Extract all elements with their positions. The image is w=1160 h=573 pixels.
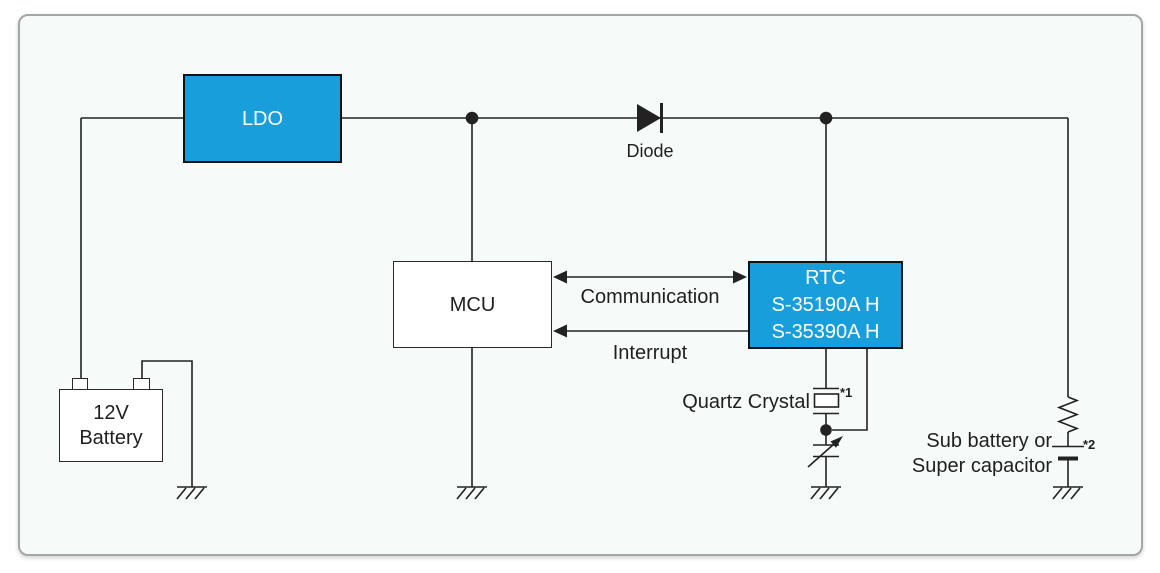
battery-label-line2: Battery [79,426,143,449]
battery-label-line1: 12V [93,401,129,424]
sub-battery-label-line1: Sub battery or [926,430,1052,452]
ground-icon [176,486,207,500]
ldo-block: LDO [183,74,342,163]
mcu-block: MCU [393,261,552,348]
interrupt-label: Interrupt [612,342,688,364]
wire-battery-ground [141,360,193,487]
junction-dot [820,424,832,436]
resistor-icon [1056,396,1080,433]
interrupt-arrow [553,324,748,338]
rtc-label-line3: S-35390A H [771,320,880,343]
diode-icon [637,103,663,133]
footnote-1-marker: *1 [840,385,853,400]
ground-icon [456,486,487,500]
wire-rtc-right-feedback [832,349,868,431]
mcu-label: MCU [449,293,496,316]
diode-label: Diode [626,141,674,161]
sub-battery-label-line2: Super capacitor [911,455,1052,477]
ldo-label: LDO [241,107,284,130]
capacitor-icon [1052,445,1084,461]
ground-icon [810,486,841,500]
quartz-crystal-label: Quartz Crystal [682,391,810,413]
battery-block: 12V Battery [59,389,163,462]
communication-label: Communication [580,286,720,308]
footnote-2-marker: *2 [1083,437,1096,452]
rtc-block: RTC S-35190A H S-35390A H [748,261,903,349]
quartz-crystal-icon [813,387,840,415]
rtc-label-line1: RTC [805,266,846,289]
ground-icon [1052,486,1083,500]
junction-dot [465,111,479,125]
junction-dot [819,111,833,125]
rtc-label-line2: S-35190A H [771,293,880,316]
trimmer-capacitor-icon [807,436,843,468]
communication-arrow [553,270,747,284]
sub-battery-label: Sub battery or Super capacitor [870,429,1052,479]
